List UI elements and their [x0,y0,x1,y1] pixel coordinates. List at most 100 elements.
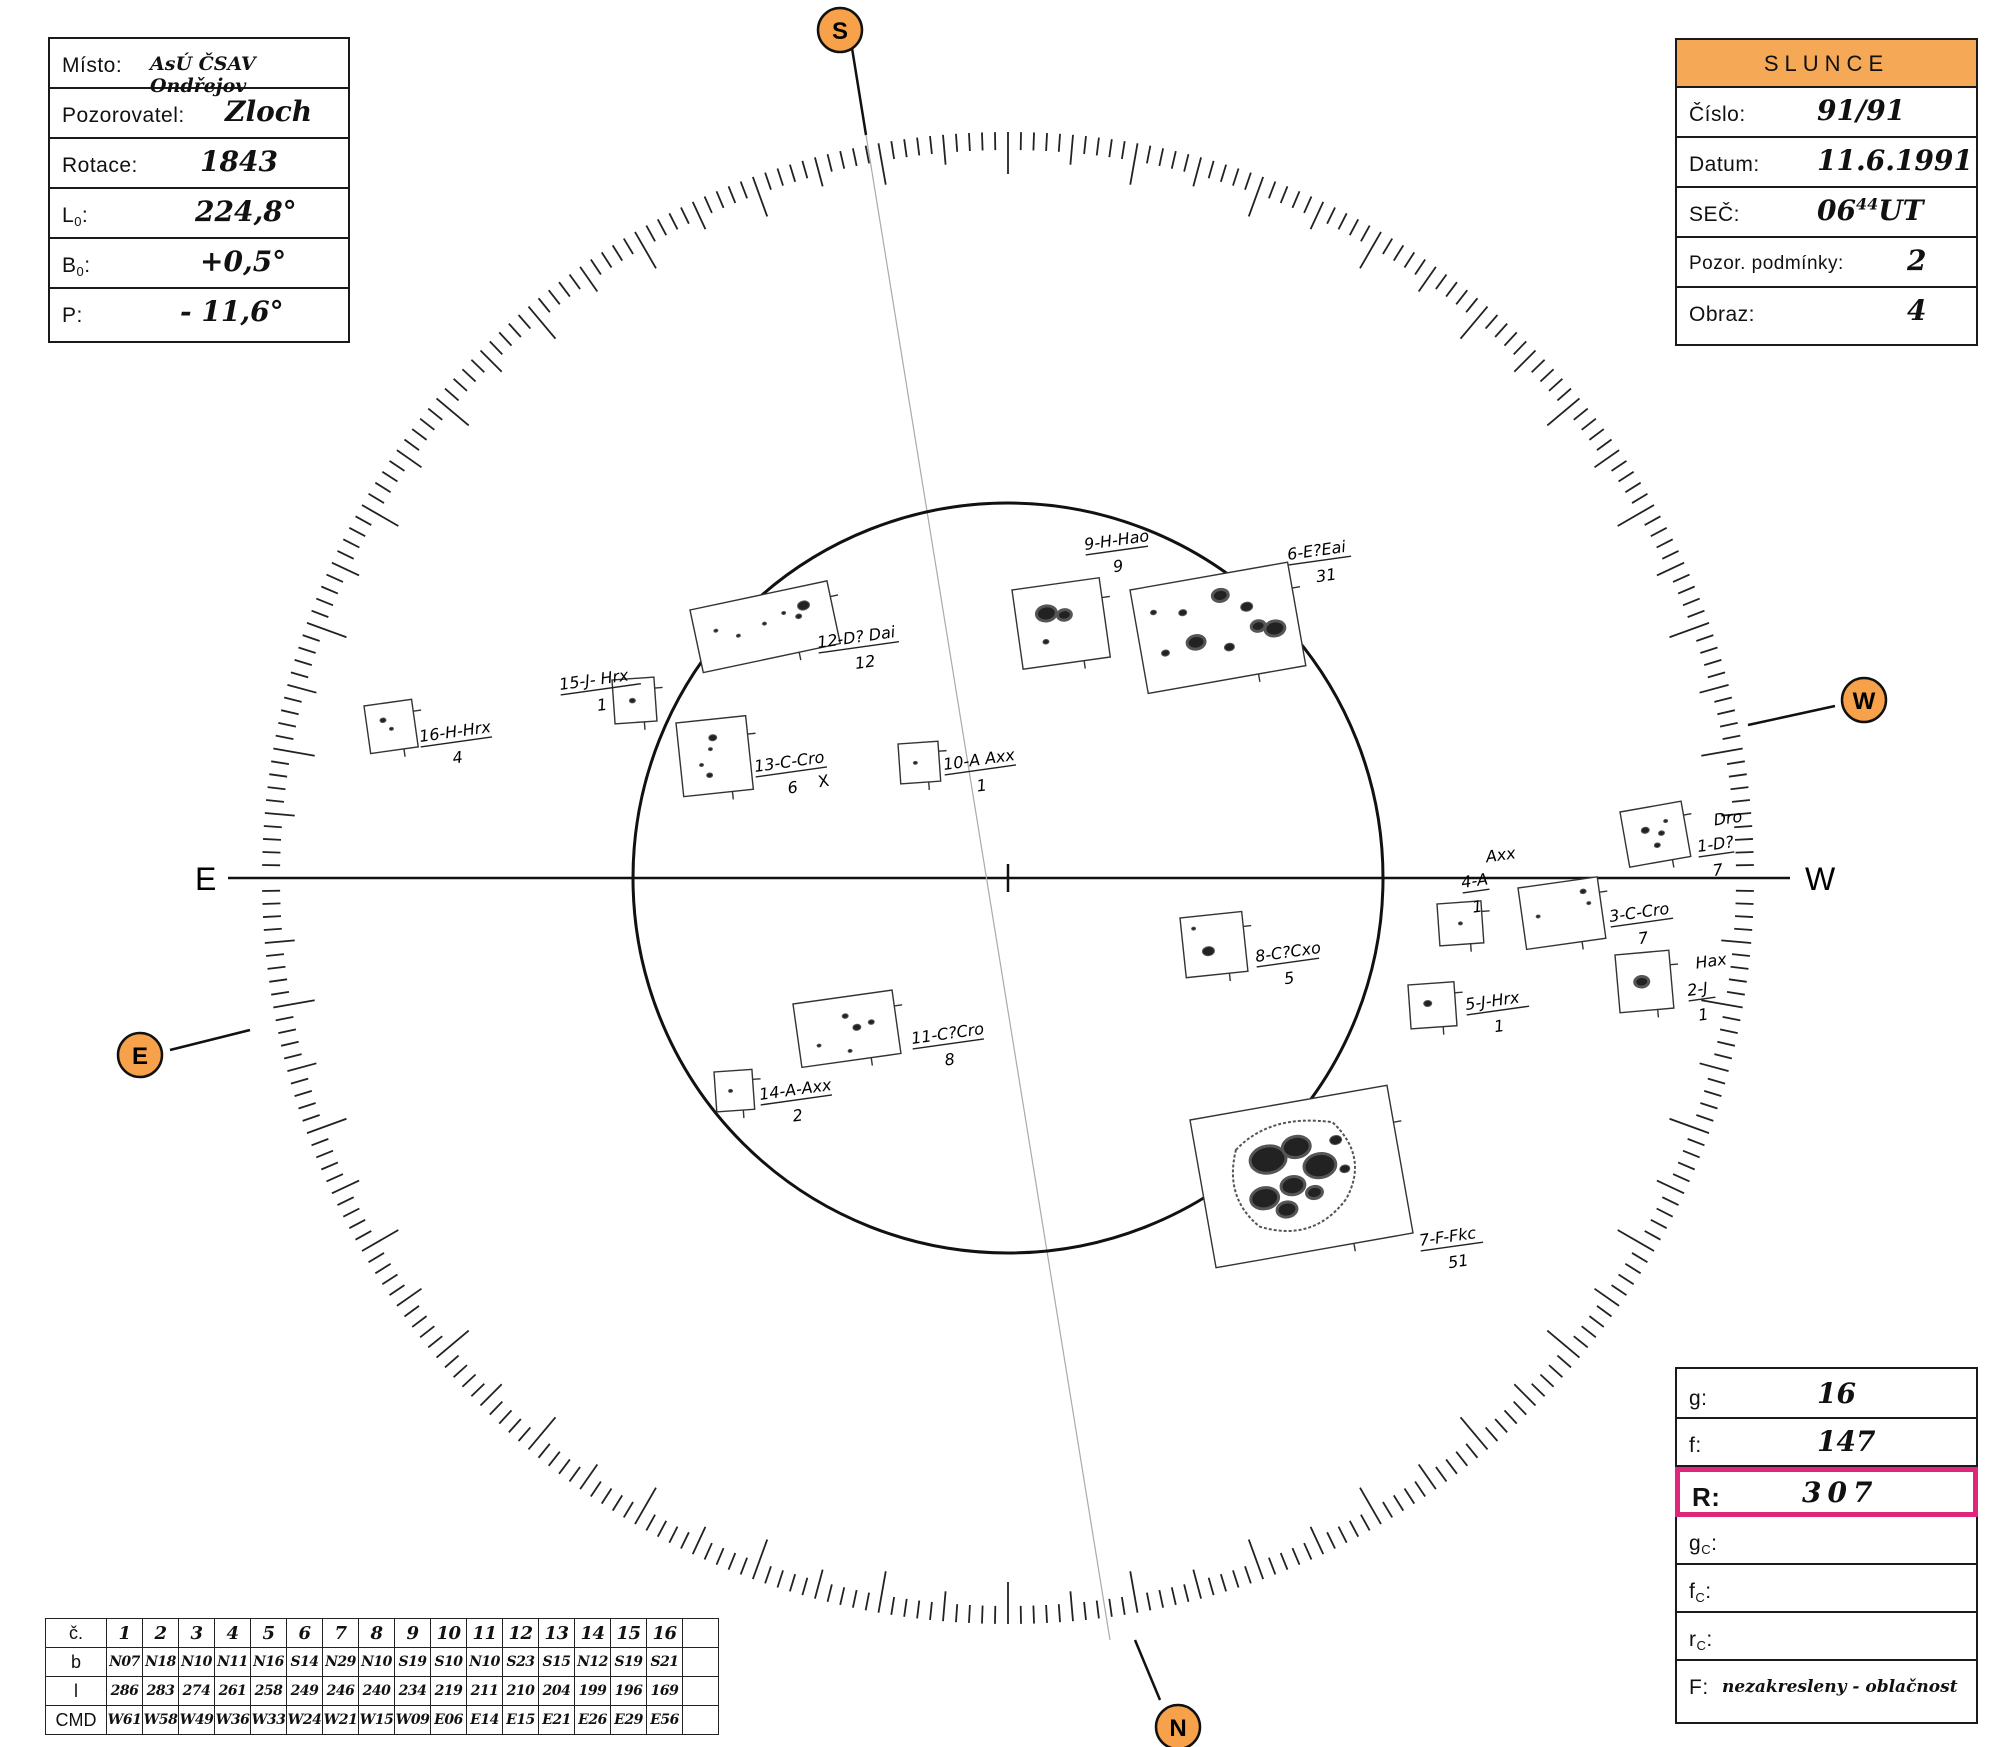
summary-cell: E15 [502,1705,539,1735]
scale-tick [1158,1589,1164,1608]
scale-tick [1382,1501,1393,1518]
scale-tick [389,460,405,472]
summary-cell: W36 [214,1705,251,1735]
scale-tick [1700,646,1718,654]
sunspot [852,1023,862,1031]
scale-tick [374,1263,392,1275]
scale-tick [634,1487,657,1525]
scale-tick [1734,825,1753,829]
group-frame [363,698,420,755]
scale-tick [727,185,737,204]
sunspot-groups: 1-D?7Dro2-J1Hax3-C-Cro74-A1Axx5-J-Hrx16-… [363,526,1744,1272]
scale-tick [1731,799,1751,803]
sunspot [1210,587,1230,603]
scale-tick [1170,1587,1177,1606]
scale-tick [789,1573,797,1592]
scale-tick [290,1077,309,1085]
row-location: Místo: AsÚ ČSAV Ondřejov [50,39,348,97]
sunspot [1161,649,1170,657]
frame-tick [413,709,422,712]
scale-tick [1731,953,1751,957]
p-label: P: [62,304,83,327]
sunspot [1579,888,1587,895]
rc-label: rC: [1689,1628,1713,1653]
scale-tick [1359,1487,1382,1525]
scale-tick [262,915,282,918]
group-spot-count: 1 [975,775,988,795]
sunspot [912,760,918,765]
label-underline [560,682,642,696]
scale-tick [269,978,288,983]
g-label: g: [1689,1387,1708,1410]
scale-tick [1513,349,1537,373]
scale-tick [348,526,366,538]
group-frame [1517,876,1607,951]
summary-cell: W58 [142,1705,179,1735]
group-frame [1189,1084,1414,1269]
row-l0: L0: 224,8° [50,189,348,239]
sunspot-group-1 [1619,800,1692,868]
scale-tick [1656,538,1674,549]
scale-tick [326,573,344,583]
sunspot-group-16 [363,698,422,757]
location-value: AsÚ ČSAV Ondřejov [150,53,256,97]
scale-tick [479,349,503,373]
group-frame [1407,981,1458,1030]
scale-tick [1326,1531,1336,1549]
scale-tick [1207,160,1215,179]
sunspot [1653,842,1661,848]
group-frame [1619,800,1692,868]
scale-tick [852,1589,858,1608]
scale-tick [265,953,285,957]
frame-tick [1243,924,1252,928]
sunspot [795,613,803,620]
scale-tick [489,340,503,355]
scale-tick [1192,1569,1202,1599]
scale-tick [1069,1591,1074,1622]
scale-tick [1337,1526,1348,1544]
scale-tick [1717,1040,1736,1047]
summary-cell-empty [682,1676,719,1706]
scale-tick [1677,1161,1696,1171]
label-underline [944,764,1017,776]
scale-tick [1701,999,1743,1009]
summary-row-header: b [45,1647,107,1677]
summary-cell: 6 [286,1618,323,1648]
sunspot [1191,926,1197,931]
scale-tick [1465,1443,1479,1459]
scale-tick [1083,1601,1087,1621]
scale-tick [890,141,896,160]
scale-tick [877,1571,887,1613]
sun-record-box: SLUNCE Číslo: 91/91 Datum: 11.6.1991 SEČ… [1675,38,1978,346]
label-underline [1420,1241,1484,1252]
scale-tick [1244,172,1252,190]
scale-tick [1631,493,1648,504]
scale-tick [1556,387,1572,402]
scale-tick [1703,659,1722,667]
scale-tick [1661,1196,1679,1206]
summary-cell: N10 [466,1647,503,1677]
row-conditions: Pozor. podmínky: 2 [1677,238,1976,288]
summary-cell: 199 [574,1676,611,1706]
scale-tick [1108,1598,1113,1617]
scale-tick [1677,585,1696,595]
summary-cell: S14 [286,1647,323,1677]
summary-cell: S10 [430,1647,467,1677]
scale-tick [600,251,613,268]
scale-tick [1669,1117,1710,1134]
scale-tick [348,1218,366,1230]
scale-tick [680,207,690,225]
scale-tick [1618,470,1635,483]
sunspot [388,726,394,731]
group-classification: 8-C?Cxo [1254,938,1322,966]
scale-tick [668,212,679,230]
scale-tick [326,1173,344,1183]
scale-tick [1455,289,1468,305]
sunspot-group-3 [1517,876,1608,951]
scale-tick [1279,1552,1289,1571]
scale-tick [403,438,420,451]
